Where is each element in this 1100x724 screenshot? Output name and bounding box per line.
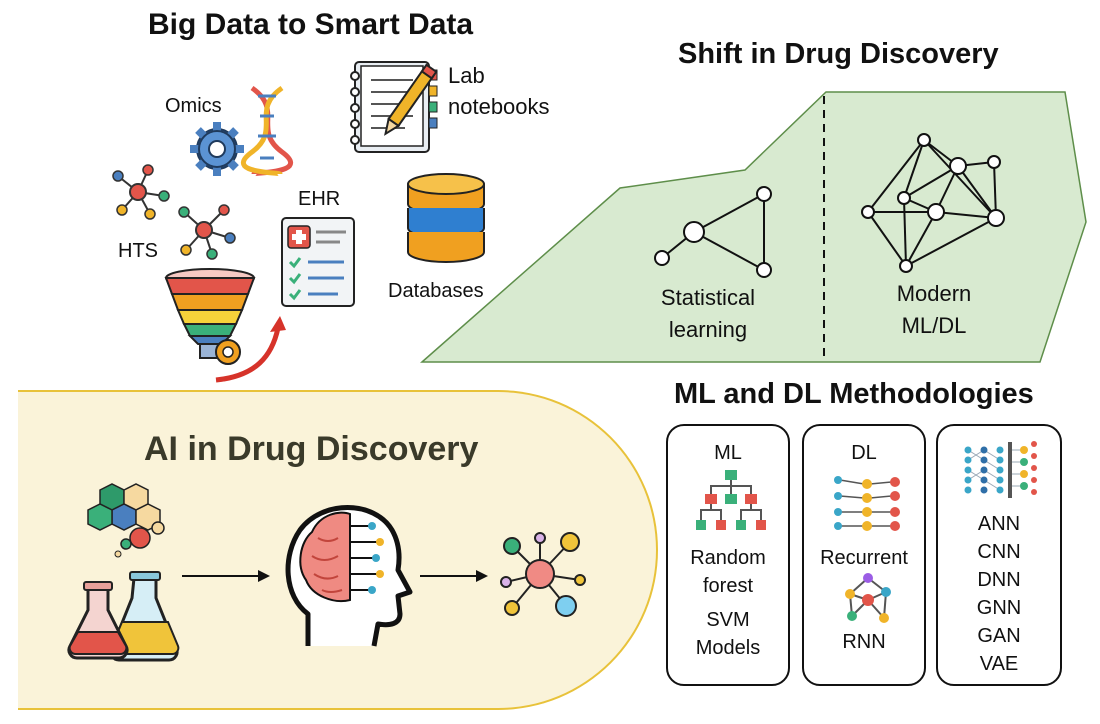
omics-label: Omics — [165, 95, 222, 117]
databases-label: Databases — [388, 280, 484, 302]
ai-panel-title: AI in Drug Discovery — [144, 430, 479, 468]
triangle-graph-icon — [654, 186, 772, 278]
gear-icon — [190, 122, 244, 176]
dna-icon — [240, 85, 294, 177]
net-item-dnn: DNN — [977, 569, 1021, 591]
database-icon — [407, 173, 485, 263]
modern-ml-dl-label: Modern ML/DL — [896, 281, 972, 338]
dl-item-rnn: RNN — [842, 631, 886, 653]
molecule-icon-1 — [112, 164, 170, 220]
neural-layers-icon — [834, 476, 900, 531]
rnn-graph-icon — [845, 573, 891, 623]
arrow-icon-2 — [420, 570, 488, 582]
decision-tree-icon — [696, 470, 766, 530]
deep-network-icon — [964, 441, 1037, 498]
molecule-icon-2 — [178, 204, 236, 260]
methodologies-title: ML and DL Methodologies — [674, 378, 1034, 410]
arrow-icon-1 — [182, 570, 270, 582]
networks-box: ANN CNN DNN GNN GAN VAE — [936, 424, 1062, 686]
ml-header: ML — [714, 442, 742, 464]
net-item-gan: GAN — [977, 625, 1021, 647]
ml-item-svm: SVM — [706, 609, 750, 631]
net-item-gnn: GNN — [976, 597, 1022, 619]
notebook-icon — [350, 61, 438, 153]
ml-box: ML Random forest SVM Models — [666, 424, 790, 686]
big-data-title: Big Data to Smart Data — [148, 8, 474, 41]
shift-panel-background — [420, 91, 1087, 363]
net-item-vae: VAE — [979, 653, 1019, 675]
dl-item-recurrent: Recurrent — [820, 547, 908, 569]
ai-head-brain-icon — [285, 505, 413, 647]
dl-header: DL — [851, 442, 877, 464]
ehr-record-icon — [281, 217, 355, 307]
net-item-ann: ANN — [977, 513, 1021, 535]
chemistry-flasks-icon — [67, 483, 180, 662]
lab-notebooks-label: Lab notebooks — [448, 63, 550, 119]
net-item-cnn: CNN — [977, 541, 1021, 563]
ml-item-random-forest: Random forest — [690, 547, 766, 597]
molecule-output-icon — [500, 532, 586, 617]
ml-item-models: Models — [695, 637, 761, 659]
hts-label: HTS — [118, 240, 158, 262]
statistical-learning-label: Statistical learning — [660, 285, 756, 342]
dl-box: DL Recurrent RNN — [802, 424, 926, 686]
ehr-label: EHR — [298, 188, 341, 210]
shift-title: Shift in Drug Discovery — [678, 38, 999, 70]
network-graph-icon — [861, 133, 1005, 273]
funnel-icon — [164, 268, 286, 383]
